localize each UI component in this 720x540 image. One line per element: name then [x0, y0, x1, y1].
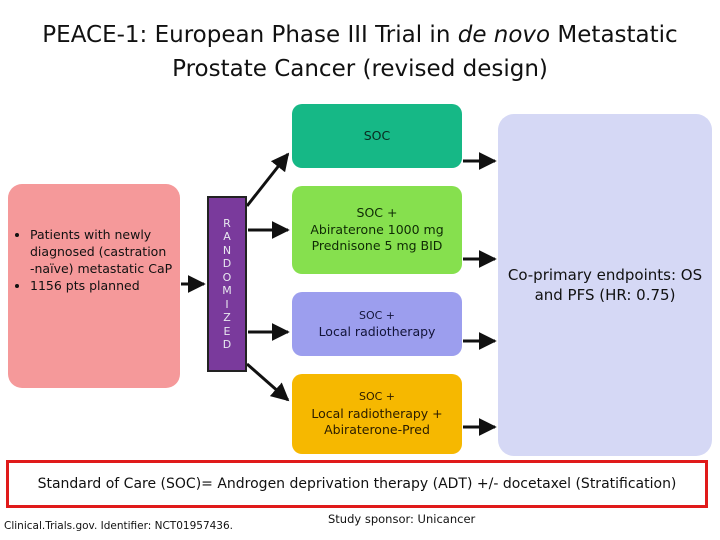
patient-population-box: Patients with newly diagnosed (castratio… — [8, 184, 180, 388]
endpoints-text: Co-primary endpoints: OS and PFS (HR: 0.… — [507, 266, 703, 304]
standard-of-care-box: Standard of Care (SOC)= Androgen depriva… — [6, 460, 708, 508]
randomized-letter: M — [222, 284, 232, 297]
randomized-letter: Z — [223, 311, 231, 324]
arm-detail: Abiraterone 1000 mg Prednisone 5 mg BID — [310, 221, 444, 254]
randomized-letter: R — [223, 216, 231, 230]
patient-criteria-item: 1156 pts planned — [30, 277, 174, 294]
arm-soc-abiraterone: SOC + Abiraterone 1000 mg Prednisone 5 m… — [292, 186, 462, 274]
arm-detail: Local radiotherapy + Abiraterone-Pred — [311, 405, 443, 438]
title-line-2: Prostate Cancer (revised design) — [172, 56, 548, 82]
randomized-letter: E — [223, 324, 231, 338]
arm-title: SOC + — [358, 308, 396, 322]
arm-soc-radiotherapy-abiraterone: SOC + Local radiotherapy + Abiraterone-P… — [292, 374, 462, 454]
randomized-letter: D — [222, 257, 232, 270]
arm-soc-radiotherapy: SOC + Local radiotherapy — [292, 292, 462, 356]
arrow-to-arm-combination — [246, 362, 290, 402]
arm-title: SOC — [363, 127, 391, 143]
study-sponsor: Study sponsor: Unicancer — [328, 512, 476, 526]
page-title: PEACE-1: European Phase III Trial in de … — [0, 18, 720, 86]
endpoints-box: Co-primary endpoints: OS and PFS (HR: 0.… — [498, 114, 712, 456]
title-line-1: PEACE-1: European Phase III Trial in de … — [42, 22, 678, 48]
arm-title: SOC + — [356, 205, 398, 221]
arrow-to-arm-soc — [245, 152, 290, 207]
randomized-letter: N — [222, 243, 232, 257]
trial-identifier: Clinical.Trials.gov. Identifier: NCT0195… — [4, 520, 234, 532]
randomized-letter: A — [223, 230, 231, 243]
randomized-letter: I — [225, 297, 229, 311]
randomized-bar: R A N D O M I Z E D — [207, 196, 247, 372]
randomized-letter: D — [222, 338, 232, 351]
arm-title: SOC + — [358, 390, 396, 404]
arm-detail: Local radiotherapy — [318, 324, 436, 339]
title-italic: de novo — [457, 22, 551, 48]
standard-of-care-text: Standard of Care (SOC)= Androgen depriva… — [37, 476, 677, 492]
patient-criteria-list: Patients with newly diagnosed (castratio… — [16, 226, 174, 294]
arm-soc: SOC — [292, 104, 462, 168]
patient-criteria-item: Patients with newly diagnosed (castratio… — [30, 226, 174, 277]
randomized-letter: O — [222, 270, 232, 284]
